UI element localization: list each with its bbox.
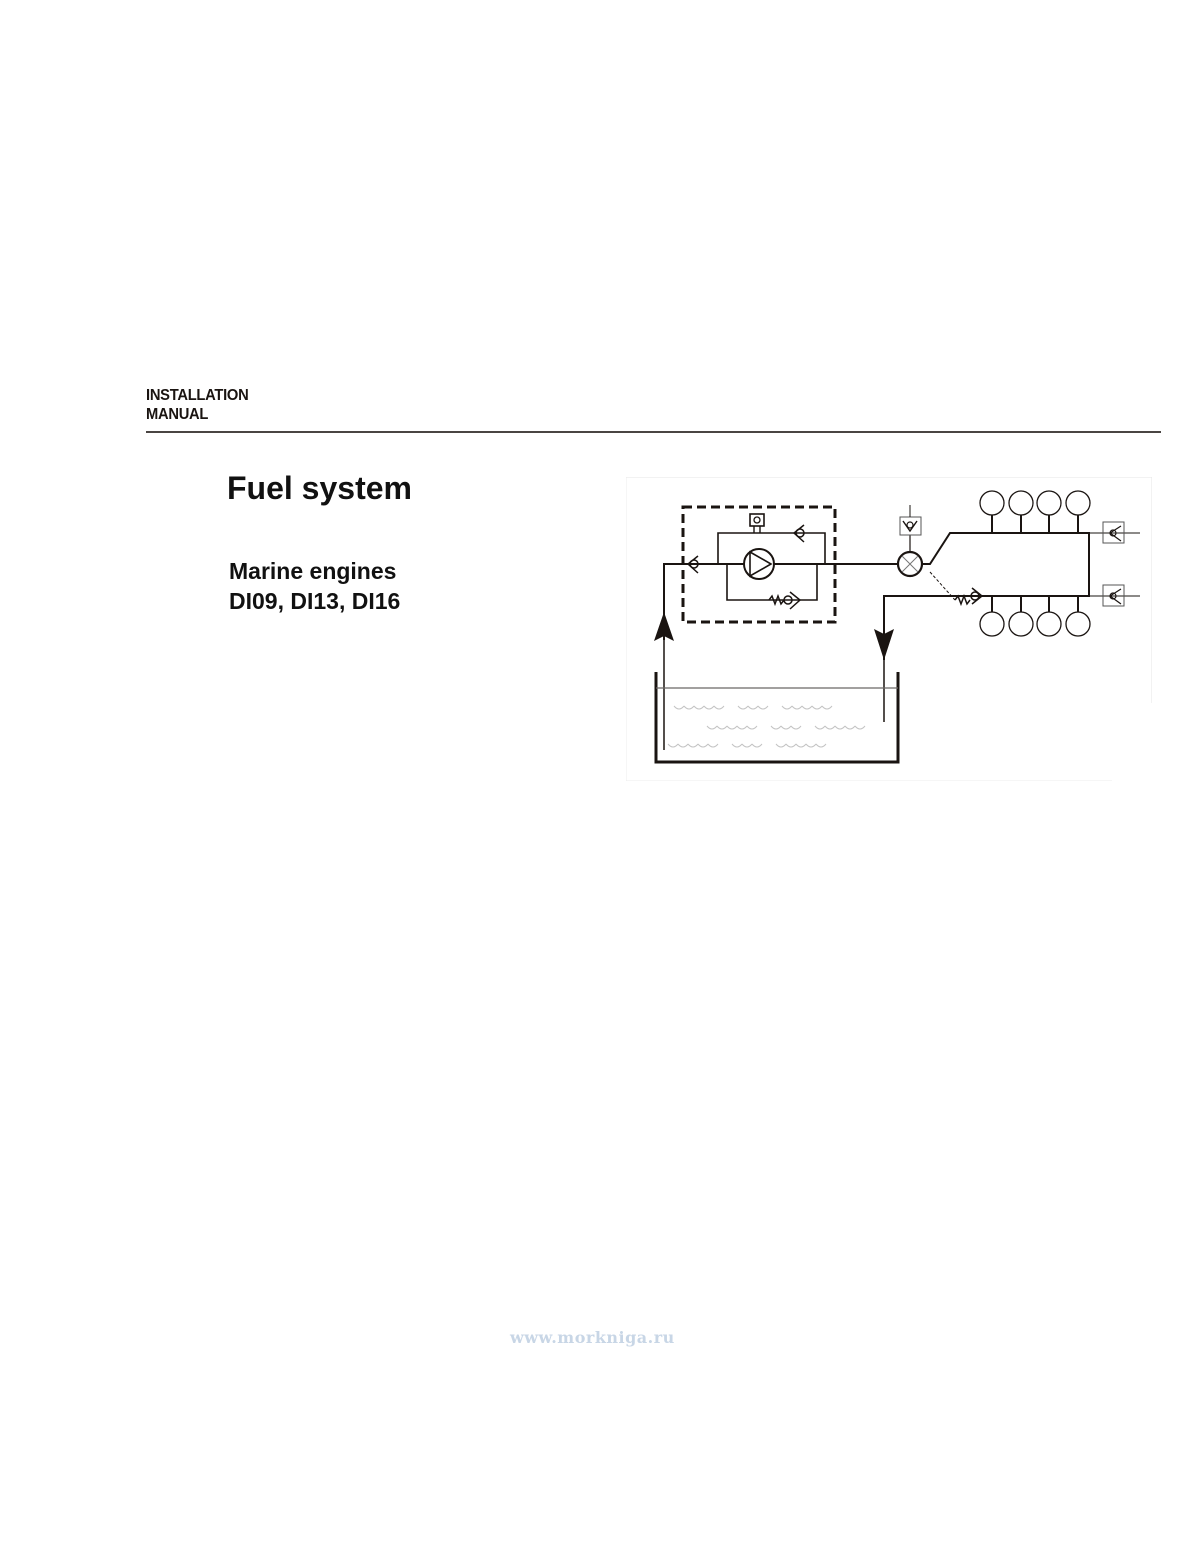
pump-icon (743, 548, 775, 580)
header-line-2: MANUAL (146, 406, 209, 423)
check-valve-icon (1102, 584, 1125, 607)
subtitle-line-2: DI09, DI13, DI16 (229, 588, 401, 614)
fuel-wave (781, 705, 793, 710)
check-valve-icon (1102, 521, 1125, 544)
injector-icon (979, 490, 1005, 516)
fuel-wave (751, 743, 763, 748)
check-valve-icon (686, 555, 699, 574)
fuel-wave (707, 743, 719, 748)
subtitle-line-1: Marine engines (229, 558, 397, 584)
injector-icon (1065, 611, 1091, 637)
injector-icon (979, 611, 1005, 637)
fuel-wave (854, 725, 866, 730)
fuel-wave (697, 743, 709, 748)
fuel-wave (673, 705, 685, 710)
manual-header: INSTALLATION MANUAL (146, 386, 249, 424)
fuel-wave (741, 743, 753, 748)
fuel-wave (747, 705, 759, 710)
header-divider (146, 431, 1161, 433)
fuel-wave (706, 725, 718, 730)
injector-manifold (883, 521, 1140, 660)
fuel-wave (731, 743, 743, 748)
fuel-wave (687, 743, 699, 748)
fuel-wave (737, 705, 749, 710)
fuel-wave (795, 743, 807, 748)
relief-valve-icon (768, 591, 802, 610)
fuel-wave (713, 705, 725, 710)
fuel-wave (815, 743, 827, 748)
fuel-wave (770, 725, 782, 730)
fuel-wave (746, 725, 758, 730)
page-subtitle: Marine engines DI09, DI13, DI16 (229, 556, 400, 616)
fuel-wave (790, 725, 802, 730)
injector-icon (1065, 490, 1091, 516)
relief-valve-icon (954, 587, 984, 607)
fuel-wave (791, 705, 803, 710)
fuel-system-diagram (626, 477, 1152, 781)
fuel-wave (736, 725, 748, 730)
fuel-wave (844, 725, 856, 730)
fuel-wave (814, 725, 826, 730)
fuel-wave (801, 705, 813, 710)
fuel-filter-icon (896, 505, 924, 578)
flow-arrow-down-icon (874, 629, 894, 660)
fuel-wave (703, 705, 715, 710)
injectors (979, 490, 1091, 637)
fuel-wave (757, 705, 769, 710)
fuel-wave (785, 743, 797, 748)
fuel-wave (775, 743, 787, 748)
fuel-wave (821, 705, 833, 710)
injector-icon (1008, 611, 1034, 637)
fuel-wave (726, 725, 738, 730)
check-valve-icon (792, 524, 805, 543)
fuel-wave (780, 725, 792, 730)
fuel-wave (805, 743, 817, 748)
fuel-wave (667, 743, 679, 748)
injector-icon (1036, 490, 1062, 516)
pump-unit (663, 505, 898, 640)
flow-arrow-up-icon (654, 612, 674, 641)
pressure-sensor-icon (749, 513, 765, 527)
fuel-wave (677, 743, 689, 748)
header-line-1: INSTALLATION (146, 387, 249, 404)
fuel-wave (693, 705, 705, 710)
fuel-wave (683, 705, 695, 710)
fuel-wave (716, 725, 728, 730)
fuel-wave (834, 725, 846, 730)
bleed-valve-icon (899, 516, 922, 536)
page-title: Fuel system (227, 470, 412, 506)
fuel-tank (654, 672, 900, 764)
watermark: www.morkniga.ru (510, 1328, 675, 1347)
fuel-wave (811, 705, 823, 710)
injector-icon (1008, 490, 1034, 516)
fuel-wave (824, 725, 836, 730)
injector-icon (1036, 611, 1062, 637)
